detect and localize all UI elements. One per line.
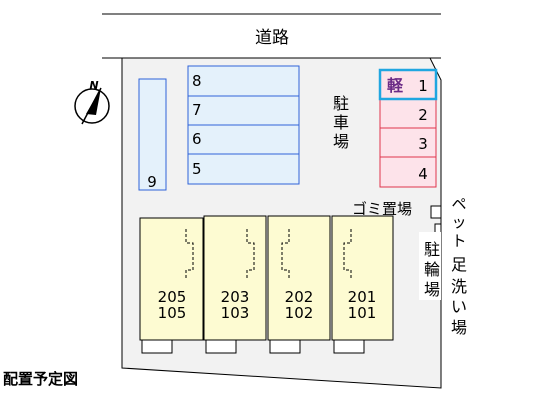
parking-space-4 bbox=[379, 156, 437, 188]
kei-car-tag: 軽 bbox=[387, 76, 404, 95]
parking-space-7 bbox=[187, 95, 300, 126]
parking-space-5 bbox=[187, 153, 300, 185]
unit-block bbox=[203, 215, 267, 341]
unit-block bbox=[139, 217, 204, 341]
parking-space-label: 2 bbox=[418, 106, 428, 124]
unit-number-lower: 101 bbox=[348, 304, 377, 322]
parking-space-label: 6 bbox=[192, 130, 202, 148]
unit-entrance bbox=[333, 339, 365, 354]
pet-wash-char: 洗 bbox=[451, 277, 467, 296]
unit-number-upper: 202 bbox=[285, 288, 314, 306]
pet-wash-char: 場 bbox=[451, 318, 467, 337]
bicycle-parking-char: 輪 bbox=[424, 260, 440, 279]
bicycle-parking-area bbox=[419, 232, 441, 300]
unit-block bbox=[267, 215, 331, 341]
parking-space-label: 8 bbox=[192, 72, 202, 90]
parking-space-label: 3 bbox=[418, 135, 428, 153]
parking-space-6 bbox=[187, 124, 300, 155]
plan-caption: 配置予定図 bbox=[3, 370, 78, 388]
interior-stair-outline bbox=[246, 229, 255, 280]
pet-wash-char: ペ bbox=[451, 195, 466, 213]
road-label: 道路 bbox=[255, 28, 289, 48]
apartment-building: 205 105 203 103 202 102 201 101 bbox=[139, 215, 394, 354]
parking-label-char: 場 bbox=[333, 132, 349, 151]
pet-wash-char: ッ bbox=[451, 213, 466, 231]
unit-number-lower: 105 bbox=[158, 304, 187, 322]
parking-space-label: 5 bbox=[192, 160, 202, 178]
north-arrow-icon: N bbox=[74, 79, 110, 125]
garbage-area-box bbox=[430, 205, 442, 219]
unit-number-lower: 102 bbox=[285, 304, 314, 322]
garbage-area-label: ゴミ置場 bbox=[352, 200, 412, 218]
pet-wash-char: い bbox=[451, 297, 467, 316]
parking-space-3 bbox=[379, 127, 437, 158]
pet-wash-box bbox=[434, 223, 442, 234]
compass-letter: N bbox=[89, 79, 98, 92]
unit-entrance bbox=[141, 339, 173, 354]
unit-block bbox=[331, 215, 394, 341]
unit-number-upper: 201 bbox=[348, 288, 377, 306]
parking-label-char: 車 bbox=[333, 113, 349, 132]
interior-stair-outline bbox=[281, 229, 290, 280]
kei-space-highlight bbox=[378, 68, 438, 101]
bicycle-parking-char: 駐 bbox=[424, 240, 440, 259]
unit-number-upper: 203 bbox=[221, 288, 250, 306]
interior-stair-outline bbox=[343, 229, 352, 280]
bicycle-parking-char: 場 bbox=[424, 280, 440, 299]
parking-space-label: 9 bbox=[147, 173, 157, 191]
unit-entrance bbox=[205, 339, 237, 354]
pet-wash-char: ト bbox=[451, 232, 466, 250]
unit-entrance bbox=[269, 339, 301, 354]
parking-label-char: 駐 bbox=[333, 94, 349, 113]
pet-wash-char: 足 bbox=[451, 255, 467, 274]
parking-space-label: 1 bbox=[418, 77, 428, 95]
parking-space-label: 7 bbox=[192, 101, 202, 119]
parking-space-8 bbox=[187, 65, 300, 97]
interior-stair-outline bbox=[185, 229, 194, 280]
parking-space-label: 4 bbox=[418, 165, 428, 183]
parking-space-9 bbox=[138, 78, 167, 191]
unit-number-upper: 205 bbox=[158, 288, 187, 306]
unit-number-lower: 103 bbox=[221, 304, 250, 322]
